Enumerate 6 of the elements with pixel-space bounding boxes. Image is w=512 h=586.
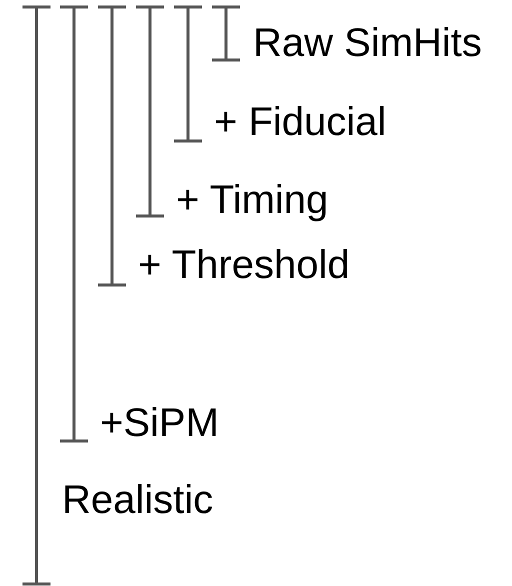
stage-label: + Timing <box>176 177 328 224</box>
stage-label: + Threshold <box>138 242 350 289</box>
stage-label: Realistic <box>62 477 214 524</box>
stage-label: + Fiducial <box>214 99 386 146</box>
stage-label: Raw SimHits <box>253 20 482 67</box>
stage-label: +SiPM <box>100 400 219 447</box>
